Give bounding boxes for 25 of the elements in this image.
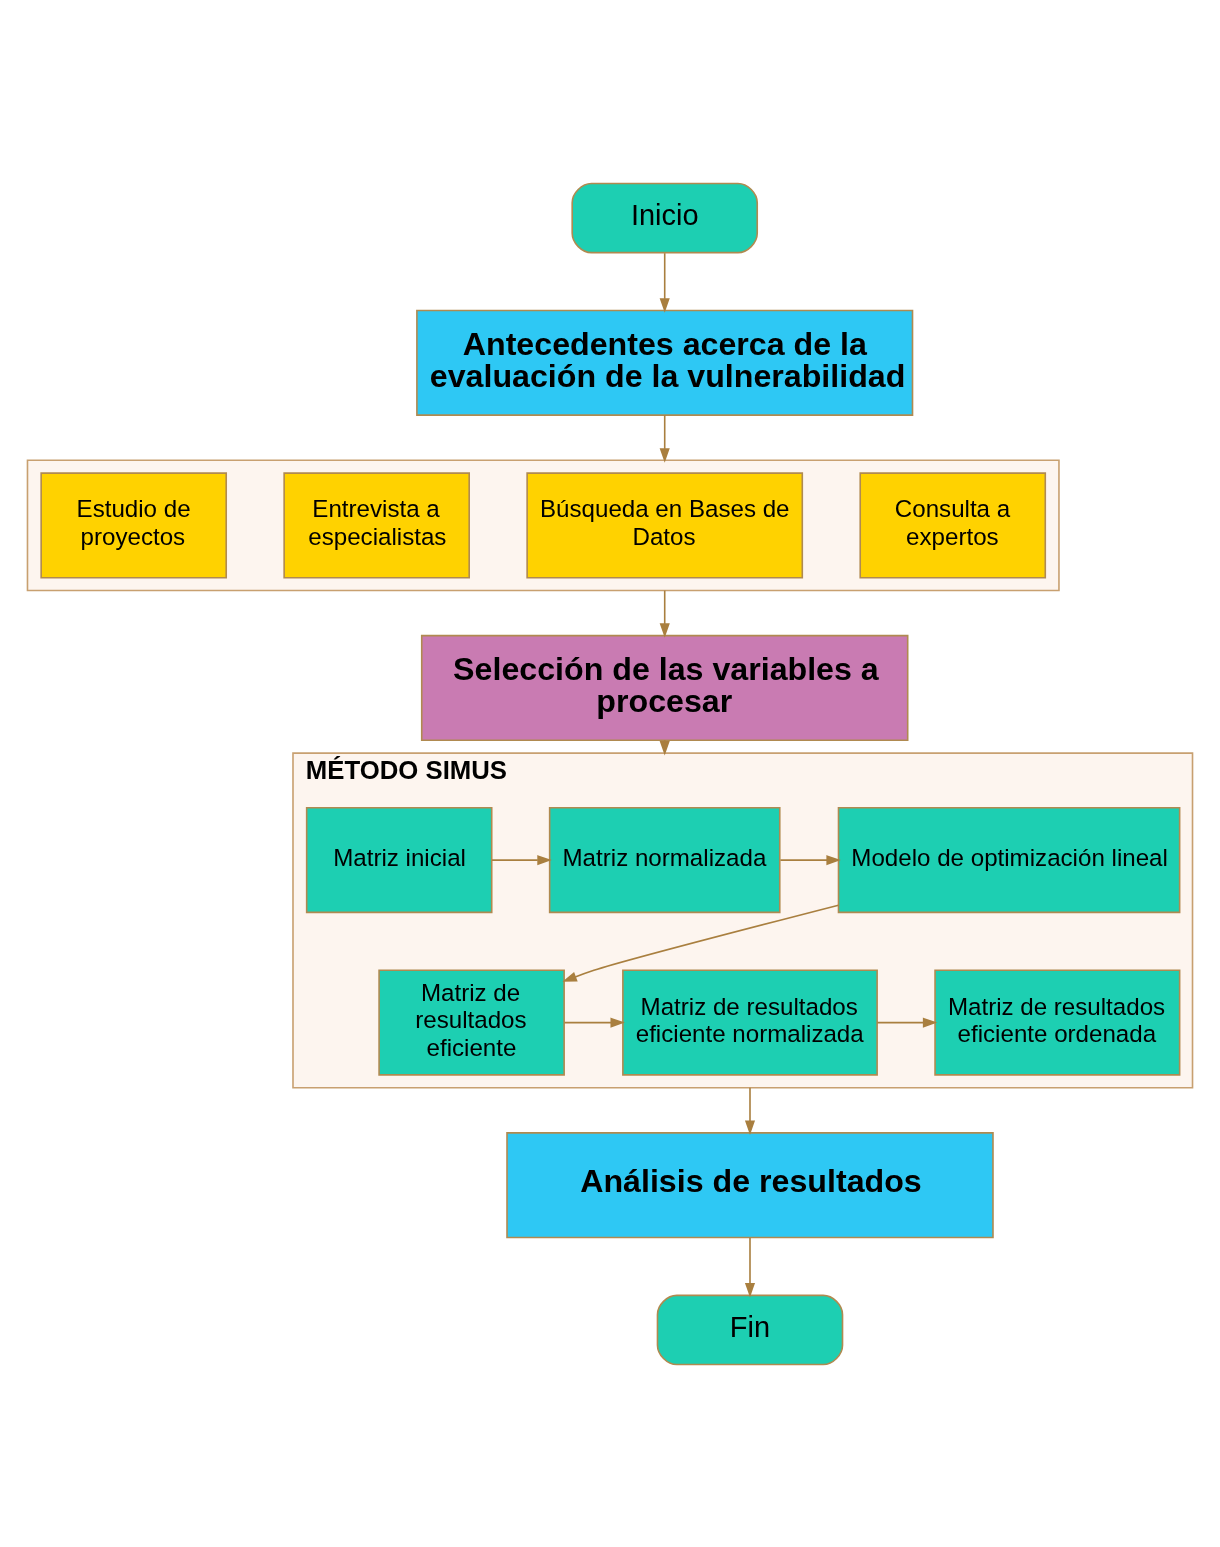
arrow	[779, 854, 841, 865]
node-box: Matriz normalizada	[548, 806, 781, 913]
arrow	[744, 1086, 756, 1135]
node-box: Fin	[656, 1294, 844, 1365]
node-box: Estudio de proyectos	[40, 471, 227, 578]
arrow	[562, 903, 840, 982]
node-box: Matriz de resultados eficiente normalizada	[622, 969, 878, 1076]
node-box: Matriz de resultados eficiente ordenada	[934, 969, 1181, 1076]
node-box: Consulta a expertos	[859, 471, 1047, 578]
node-box: Inicio	[571, 182, 759, 253]
node-box: Antecedentes acerca de la evaluación de la vulnerabilidad	[416, 309, 914, 416]
arrow	[659, 251, 670, 313]
node-box: Matriz inicial	[305, 806, 493, 913]
arrow	[876, 1017, 938, 1028]
arrow	[659, 589, 670, 638]
arrow	[491, 854, 552, 865]
node-box: Modelo de optimización lineal	[837, 806, 1181, 913]
arrow	[744, 1236, 756, 1297]
node-box: Búsqueda en Bases de Datos	[526, 471, 804, 578]
arrow	[659, 414, 670, 463]
node-box: Análisis de resultados	[506, 1131, 994, 1238]
arrow	[563, 1017, 625, 1028]
node-box: Matriz de resultados eficiente	[378, 969, 565, 1076]
node-box: Entrevista a especialistas	[283, 471, 470, 578]
cluster	[26, 458, 1060, 591]
